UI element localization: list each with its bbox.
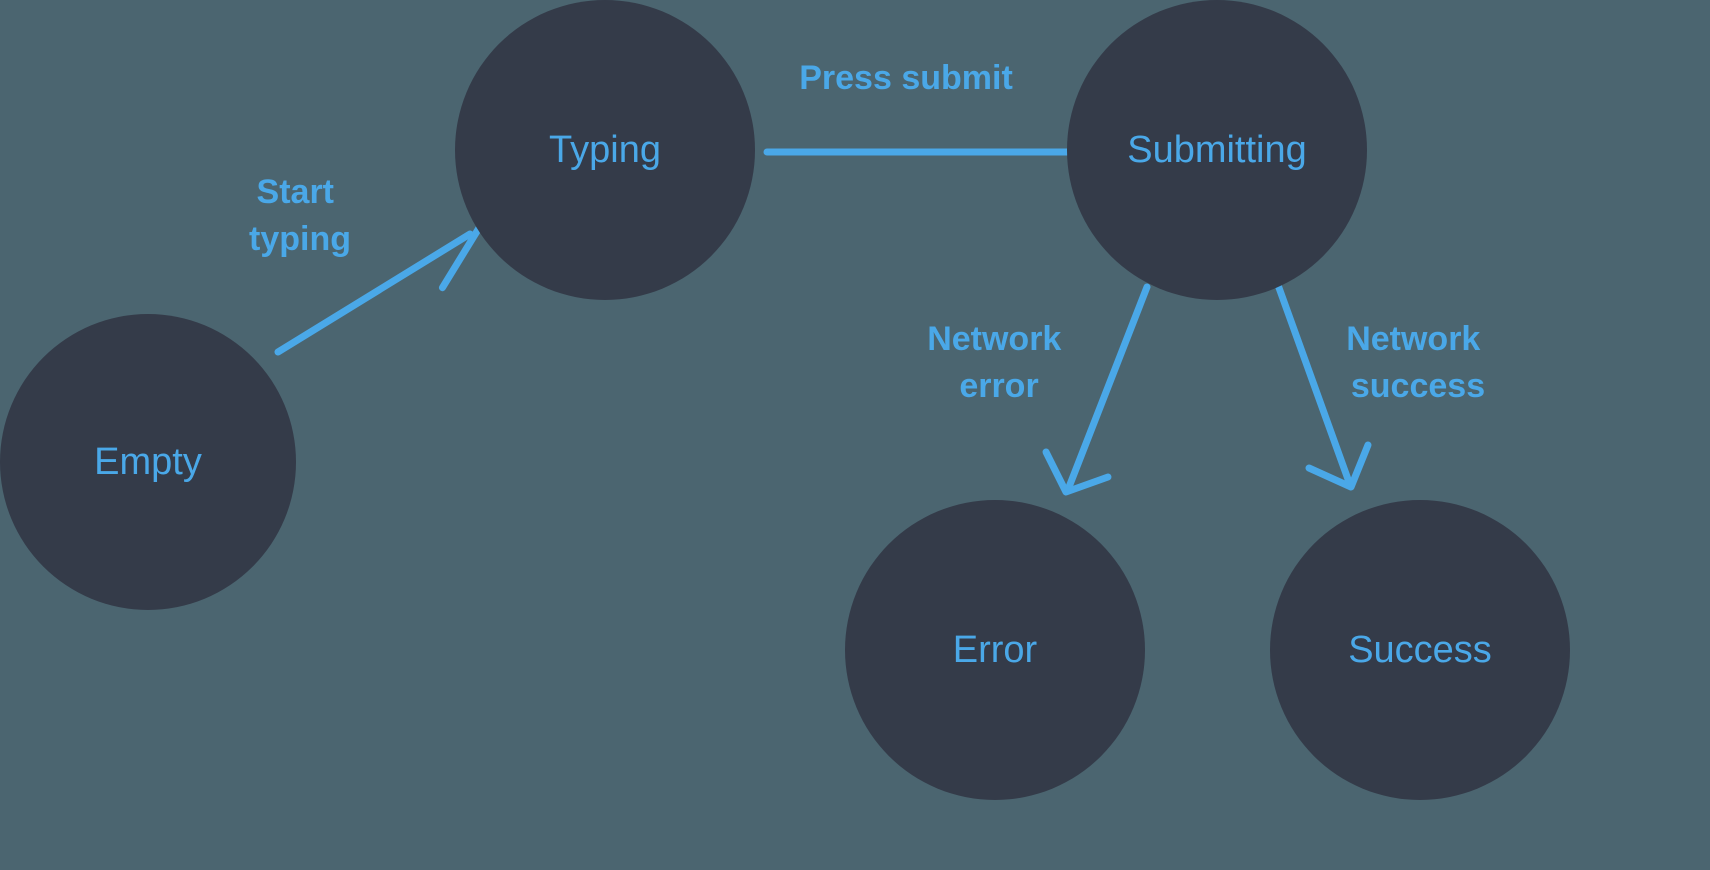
- submitting-label: Submitting: [1127, 129, 1307, 171]
- transition-network-error: Network error: [927, 283, 1151, 496]
- start-typing-arrow-line: [274, 230, 474, 356]
- state-node-submitting[interactable]: Submitting: [1067, 0, 1367, 300]
- empty-circle[interactable]: [0, 314, 296, 610]
- submitting-circle[interactable]: [1067, 0, 1367, 300]
- state-node-success[interactable]: Success: [1270, 500, 1570, 800]
- start-typing-label-line-2: typing: [249, 220, 351, 258]
- transition-network-success: Network success: [1274, 281, 1490, 491]
- network-success-label: Network success: [1346, 320, 1490, 405]
- press-submit-label-line-1: Press submit: [799, 59, 1013, 97]
- network-success-arrow-line: [1274, 281, 1353, 486]
- typing-circle[interactable]: [455, 0, 755, 300]
- state-node-empty[interactable]: Empty: [0, 314, 296, 610]
- transition-start-typing: Start typing: [249, 173, 536, 356]
- empty-label: Empty: [94, 441, 202, 483]
- state-node-error[interactable]: Error: [845, 500, 1145, 800]
- error-circle[interactable]: [845, 500, 1145, 800]
- success-circle[interactable]: [1270, 500, 1570, 800]
- network-error-label-line-1: Network: [927, 320, 1061, 358]
- network-success-arrow-head: [1305, 441, 1372, 491]
- network-success-label-line-1: Network: [1346, 320, 1480, 358]
- network-error-arrow-head: [1042, 448, 1112, 496]
- success-label: Success: [1348, 629, 1492, 671]
- network-success-label-line-2: success: [1351, 367, 1485, 405]
- press-submit-label: Press submit: [799, 59, 1013, 97]
- typing-label: Typing: [549, 129, 661, 171]
- network-error-arrow-line: [1065, 283, 1151, 491]
- start-typing-label-line-1: Start: [257, 173, 334, 211]
- network-error-label: Network error: [927, 320, 1071, 405]
- error-label: Error: [953, 629, 1038, 671]
- state-node-typing[interactable]: Typing: [455, 0, 755, 300]
- start-typing-label: Start typing: [249, 173, 351, 258]
- network-error-label-line-2: error: [959, 367, 1038, 405]
